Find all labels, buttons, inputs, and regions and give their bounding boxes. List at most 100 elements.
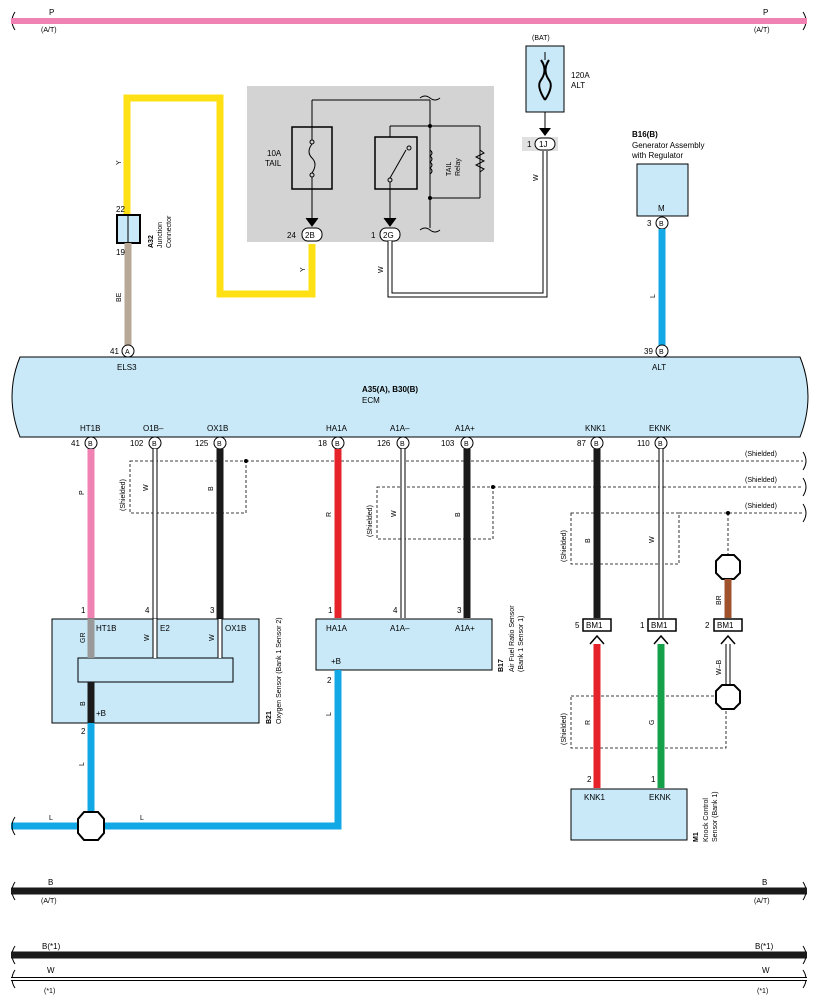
ecm-top-pin-alt: B 39 ALT bbox=[644, 344, 669, 372]
pin-code: B bbox=[464, 441, 469, 448]
wire-l-alt-label: L bbox=[650, 294, 657, 298]
b17-pin-1: 1 bbox=[328, 606, 333, 615]
rail-p-sub-left: (A/T) bbox=[41, 27, 57, 34]
b16-name1: Generator Assembly bbox=[632, 141, 704, 150]
b21-pin-1: 1 bbox=[81, 606, 86, 615]
fuse-120a-alt: (BAT) 120A ALT bbox=[525, 35, 590, 136]
rail-p-sub-right: (A/T) bbox=[754, 27, 770, 34]
b16-pin: 3 bbox=[647, 219, 652, 228]
wire-w-o2-label: W bbox=[143, 484, 150, 491]
pin-num: 39 bbox=[644, 347, 653, 356]
b16-pin-code: B bbox=[659, 221, 664, 228]
b17-term-ha1a: HA1A bbox=[326, 624, 348, 633]
b17-pin-4: 4 bbox=[393, 606, 398, 615]
wire-w-ox-label: W bbox=[209, 634, 216, 641]
rail-p-top: P P (A/T) (A/T) bbox=[11, 8, 807, 34]
b17-name1: Air Fuel Ratio Sensor bbox=[509, 605, 516, 672]
a32-name1: Junction bbox=[157, 222, 164, 248]
connector-2b: 2B 24 bbox=[287, 217, 323, 242]
ground-octagon-top bbox=[715, 554, 741, 580]
pin-name: A1A– bbox=[390, 424, 410, 433]
a32-junction-connector: 22 19 A32 Junction Connector bbox=[116, 205, 173, 257]
m1-term-eknk: EKNK bbox=[649, 793, 671, 802]
connector-2g: 2G 1 bbox=[371, 217, 401, 242]
relay-name: TAIL bbox=[446, 162, 453, 176]
m1-pin-1: 1 bbox=[651, 775, 656, 784]
rail-p-label-right: P bbox=[763, 8, 768, 17]
ecm-top-pin-els3: A 41 ELS3 bbox=[110, 344, 137, 372]
pin-num: 126 bbox=[377, 439, 391, 448]
pin-num: 87 bbox=[577, 439, 586, 448]
bm1-connector-2: BM1 2 bbox=[705, 618, 743, 645]
rail-b-sub-left: (A/T) bbox=[41, 898, 57, 905]
m1-name1: Knock Control bbox=[703, 798, 710, 842]
fuse-alt-name: ALT bbox=[571, 81, 585, 90]
wire-b-o2-label: B bbox=[208, 486, 215, 491]
pin-code: B bbox=[659, 349, 664, 356]
bm1-connector-1: BM1 1 bbox=[640, 618, 677, 645]
relay-block bbox=[247, 86, 494, 242]
pin-name: EKNK bbox=[649, 424, 671, 433]
pin-num: 41 bbox=[110, 347, 119, 356]
pin-num: 103 bbox=[441, 439, 455, 448]
b17-term-b: +B bbox=[331, 657, 341, 666]
bm1-pin: 5 bbox=[575, 621, 580, 630]
pin-name: OX1B bbox=[207, 424, 228, 433]
pin-num: 18 bbox=[318, 439, 327, 448]
ecm-code: A35(A), B30(B) bbox=[362, 385, 418, 394]
bm1-code: BM1 bbox=[717, 621, 734, 630]
wire-y bbox=[123, 94, 316, 298]
pin-code: B bbox=[217, 441, 222, 448]
m1-code: M1 bbox=[693, 832, 700, 842]
wire-p-label: P bbox=[79, 490, 86, 495]
wire-w-e2-label: W bbox=[144, 634, 151, 641]
wire-l-b17 bbox=[100, 670, 342, 830]
b21-name: Oxygen Sensor (Bank 1 Sensor 2) bbox=[276, 617, 283, 724]
shield-brackets bbox=[802, 451, 807, 523]
ground-octagon-bottom bbox=[715, 684, 741, 710]
wire-w-af-label: W bbox=[391, 510, 398, 517]
a32-pin-top: 22 bbox=[116, 205, 125, 214]
b21-code: B21 bbox=[266, 711, 273, 724]
ecm-pin-a1a-minus: A1A– B 126 bbox=[377, 424, 410, 450]
pin-num: 110 bbox=[637, 439, 650, 448]
rail-b1-label-left: B(*1) bbox=[42, 942, 61, 951]
wire-br-label: BR bbox=[716, 595, 723, 605]
c2b-pin: 24 bbox=[287, 231, 296, 240]
shielded-label-6: (Shielded) bbox=[561, 530, 568, 562]
b21-pin-4: 4 bbox=[145, 606, 150, 615]
pin-code: B bbox=[335, 441, 340, 448]
a32-pin-bottom: 19 bbox=[116, 248, 125, 257]
fuse-alt-amp: 120A bbox=[571, 71, 590, 80]
a32-code: A32 bbox=[148, 235, 155, 248]
b16-generator: B16(B) Generator Assembly with Regulator… bbox=[631, 130, 704, 230]
rail-w-sub-left: (*1) bbox=[44, 988, 55, 995]
pin-name: A1A+ bbox=[455, 424, 475, 433]
pin-name: O1B– bbox=[143, 424, 164, 433]
bm1-pin: 1 bbox=[640, 621, 645, 630]
wire-w-knk-label: W bbox=[649, 536, 656, 543]
pin-code: B bbox=[152, 441, 157, 448]
m1-pin-2: 2 bbox=[587, 775, 592, 784]
pin-name: HT1B bbox=[80, 424, 100, 433]
shielded-label-1: (Shielded) bbox=[745, 451, 777, 458]
wire-y2-label: Y bbox=[300, 267, 307, 272]
b21-term-e2: E2 bbox=[160, 624, 170, 633]
connector-1j: 1J 1 bbox=[522, 137, 558, 151]
pin-code: B bbox=[400, 441, 405, 448]
b17-name2: (Bank 1 Sensor 1) bbox=[518, 616, 525, 672]
fuse-tail-name: TAIL bbox=[265, 159, 282, 168]
b17-pin-2: 2 bbox=[327, 676, 332, 685]
ecm-pin-ha1a: HA1A B 18 bbox=[318, 424, 348, 450]
b21-oxygen-sensor: 1 4 3 2 HT1B E2 OX1B +B GR W W B B21 Oxy… bbox=[51, 606, 283, 736]
bm1-connector-5: BM1 5 bbox=[575, 618, 612, 645]
fuse-tail-amp: 10A bbox=[267, 149, 282, 158]
b16-name2: with Regulator bbox=[631, 151, 683, 160]
rail-p-label-left: P bbox=[49, 8, 54, 17]
ecm-pin-eknk: EKNK B 110 bbox=[637, 424, 671, 450]
shielded-label-5: (Shielded) bbox=[367, 505, 374, 537]
c1j-pin: 1 bbox=[527, 140, 532, 149]
b17-term-a1a-plus: A1A+ bbox=[455, 624, 475, 633]
bm1-code: BM1 bbox=[586, 621, 603, 630]
wire-b-knk-label: B bbox=[585, 538, 592, 543]
